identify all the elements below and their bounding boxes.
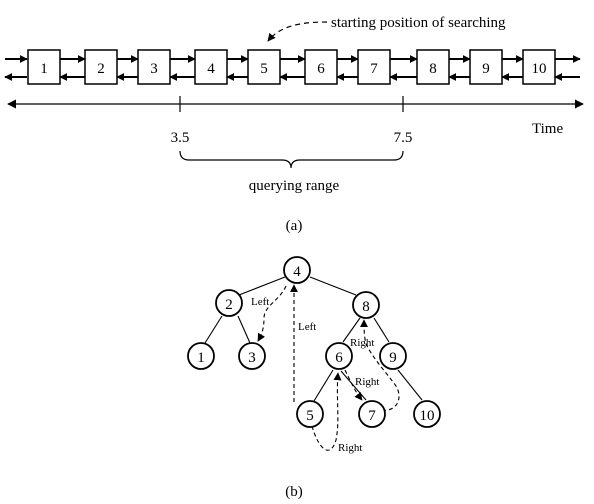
range-brace [179,150,404,169]
tree-node-circle [352,291,380,319]
tree-node-label: 7 [368,408,376,424]
tree-node-label: 9 [389,350,397,366]
list-node-box [27,49,61,85]
tree-node-circle [283,256,311,284]
list-links [59,55,581,81]
list-node-label: 9 [482,61,490,77]
tree-node-label: 5 [306,408,314,424]
traversal-6-to-7 [344,369,363,401]
tree-node-circle [358,400,386,428]
tree-node-label: 10 [420,408,435,424]
start-pointer-arrow [267,21,328,42]
range-label: querying range [249,178,340,194]
list-node-box [357,49,391,85]
tree-edges [204,276,423,402]
list-node-box [304,49,338,85]
tree-node-label: 1 [197,350,205,366]
tree-node-circle [296,400,324,428]
list-node-label: 4 [207,61,215,77]
list-node-box [247,49,281,85]
list-node-box [137,49,171,85]
tree-node-circle [215,289,243,317]
list-node-label: 6 [317,61,325,77]
edge-label-right-3: Right [338,442,362,454]
tree-node-circle [325,342,353,370]
time-label: Time [532,121,563,137]
start-annotation: starting position of searching [331,15,506,31]
edge-label-left-2: Left [298,321,316,333]
linked-list [4,55,28,81]
list-node-label: 5 [260,61,268,77]
tree-edge [238,276,286,296]
list-node-label: 2 [97,61,105,77]
tree-node-circle [187,342,215,370]
tree-edge [373,317,390,343]
caption-b: (b) [285,484,303,500]
list-node-box [194,49,228,85]
list-node-box [416,49,450,85]
traversal-left-to-3 [257,285,287,342]
list-node-box [522,49,556,85]
list-node-box [469,49,503,85]
tree-node-label: 2 [225,297,233,313]
edge-label-left-1: Left [251,296,269,308]
tree-node-label: 8 [362,299,370,315]
traversal-paths [257,284,400,451]
tree-edge [342,317,361,343]
traversal-5-to-6 [311,372,342,451]
tree-edge [237,315,251,344]
tree-node-label: 4 [293,264,301,280]
tree-edge [204,315,223,344]
tree-node-label: 3 [248,350,256,366]
tree-edge [397,369,423,401]
list-node-label: 1 [40,61,48,77]
list-node-label: 3 [150,61,158,77]
tree-edge [309,276,357,296]
tree-node-circle [379,342,407,370]
traversal-7-to-8 [360,319,400,411]
list-boxes: 1 2 3 4 5 6 7 8 9 10 [27,49,556,85]
tree-node-circle [413,400,441,428]
caption-a: (a) [286,218,303,234]
tree-node-circle [238,342,266,370]
tree-node-label: 6 [335,350,343,366]
edge-label-right-2: Right [355,376,379,388]
range-start-label: 3.5 [171,130,190,146]
list-node-label: 8 [429,61,437,77]
edge-label-right-1: Right [350,337,374,349]
list-node-label: 7 [370,61,378,77]
list-node-box [84,49,118,85]
list-node-label: 10 [532,61,547,77]
tree-edge [313,369,334,402]
range-end-label: 7.5 [394,130,413,146]
tree-nodes: 4 2 8 1 3 6 9 5 7 10 [187,256,441,428]
